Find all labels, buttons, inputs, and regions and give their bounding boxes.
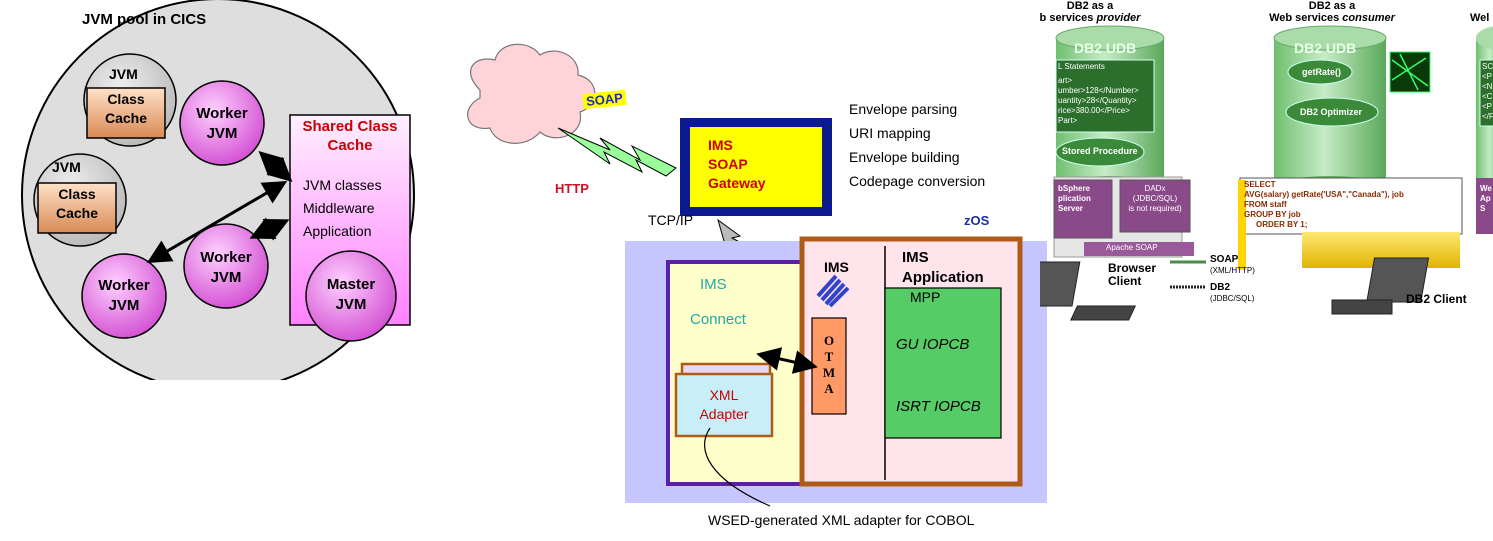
provider-heading: DB2 as a b services provider (1040, 0, 1141, 24)
ims-connect-label-1: IMS (700, 276, 727, 293)
right-cylinder-top (1476, 26, 1493, 50)
stored-procedure-label: Stored Procedure (1062, 146, 1138, 156)
ims-logo-icon (816, 274, 850, 308)
websphere-box (1053, 179, 1113, 239)
master-jvm-circle (305, 250, 397, 342)
db2-udb-provider-label: DB2 UDB (1074, 40, 1137, 56)
ims-soap-shapes (467, 43, 1047, 507)
provider-cylinder-top (1055, 25, 1165, 51)
xml-adapter-box (674, 372, 774, 438)
consumer-cylinder-top (1273, 25, 1387, 51)
legend-db2-label: DB2 (1210, 282, 1231, 293)
gateway-features: Envelope parsing URI mapping Envelope bu… (849, 101, 986, 189)
right-sql-label: SC <P <N <C <P </F (1482, 62, 1493, 121)
shared-class-cache-items: JVM classes Middleware Application (303, 177, 382, 239)
tcpip-label: TCP/IP (648, 212, 694, 228)
apache-soap-bar (1084, 242, 1194, 256)
db2-shapes (1040, 25, 1493, 321)
jvm-pool-title: JVM pool in CICS (82, 11, 207, 28)
ims-connect-label-2: Connect (690, 311, 746, 328)
sql-statements-panel (1055, 59, 1155, 133)
mpp-label: MPP (910, 289, 941, 305)
db2-udb-consumer-label: DB2 UDB (1294, 40, 1357, 56)
browser-laptop-base (1070, 305, 1137, 321)
otma-label: O T M A (822, 333, 836, 396)
getrate-label: getRate() (1302, 67, 1342, 77)
browser-laptop-screen (1040, 261, 1081, 307)
class-cache-box-top (86, 87, 166, 139)
sql-query-text: SELECT AVG(salary) getRate('USA","Canada… (1244, 180, 1404, 229)
db2-client-label: DB2 Client (1406, 292, 1467, 306)
isrt-iopcb-label: ISRT IOPCB (896, 398, 981, 415)
sql-query-box (1239, 177, 1463, 235)
jvm-label-top: JVM (109, 66, 138, 82)
http-lightning (557, 127, 677, 177)
jvm-label-mid: JVM (52, 159, 81, 175)
internet-cloud (467, 43, 596, 144)
legend-soap-label: SOAP (1210, 254, 1239, 265)
sql-statements-title: L Statements (1058, 62, 1105, 71)
http-label: HTTP (555, 181, 589, 196)
arrow-worker2-cache (249, 217, 290, 241)
worker-circle-3 (81, 253, 167, 339)
arrow-worker3-cache (146, 180, 288, 264)
xml-adapter-caption: WSED-generated XML adapter for COBOL (708, 512, 975, 528)
stored-procedure-oval (1055, 137, 1145, 167)
cut-heading: Wel (1470, 12, 1490, 24)
arrow-adapter-otma (756, 347, 818, 374)
sql-statements-lines: art> umber>128</Number> uantity>28</Quan… (1058, 76, 1139, 125)
internet-globe-icon (1389, 51, 1431, 93)
right-appserver-label: We Ap S (1480, 184, 1492, 213)
db2-client-laptop-base (1331, 299, 1393, 315)
ims-soap-gateway-label: IMS SOAP Gateway (708, 137, 766, 191)
dadx-label: DADx (JDBC/SQL) is not required) (1128, 184, 1182, 213)
dadx-box (1119, 179, 1191, 233)
right-appserver-box (1476, 178, 1493, 234)
arrow-worker1-cache (258, 150, 293, 183)
globe-lines (1391, 53, 1429, 91)
mpp-box (884, 287, 1002, 439)
db2-web-services-diagram: DB2 as a b services provider DB2 as a We… (1040, 0, 1493, 380)
caption-pointer (704, 427, 771, 507)
worker-circle-1 (179, 80, 265, 166)
jvm-pool-shapes (21, 0, 415, 380)
legend-db2-sub: (JDBC/SQL) (1210, 294, 1255, 303)
class-cache-box-mid (37, 182, 117, 234)
ims-soap-diagram: SOAP HTTP IMS SOAP Gateway Envelope pars… (440, 0, 1060, 541)
legend-soap-sub: (XML/HTTP) (1210, 266, 1255, 275)
gu-iopcb-label: GU IOPCB (896, 336, 970, 353)
right-sql-panel (1479, 59, 1493, 127)
getrate-oval (1287, 59, 1353, 85)
zos-label: zOS (964, 213, 990, 228)
apache-soap-label: Apache SOAP (1106, 243, 1158, 252)
db2-client-laptop-screen (1366, 257, 1430, 303)
ims-label: IMS (824, 259, 849, 275)
consumer-heading: DB2 as a Web services consumer (1269, 0, 1395, 24)
gateway-box (690, 127, 822, 207)
websphere-label: bSphere plication Server (1058, 184, 1091, 213)
db2-optimizer-label: DB2 Optimizer (1300, 107, 1363, 117)
sql-query-edge (1238, 180, 1246, 270)
db2-optimizer-oval (1285, 97, 1379, 127)
